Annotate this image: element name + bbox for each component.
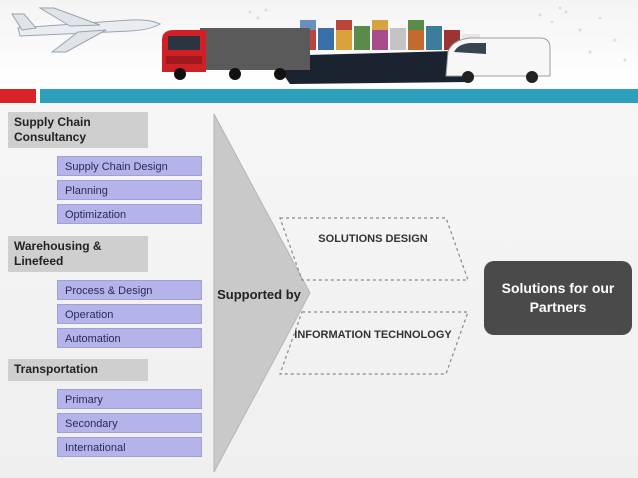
result-box: Solutions for our Partners (484, 261, 632, 335)
item-label: Supply Chain Design (65, 161, 168, 173)
truck-icon (162, 28, 310, 80)
pillar-information-technology-label: INFORMATION TECHNOLOGY (294, 329, 452, 341)
van-icon (445, 37, 551, 83)
item-label: Operation (65, 309, 114, 321)
item-label: International (65, 442, 126, 454)
item-label: Automation (65, 333, 121, 345)
item-label: Process & Design (65, 285, 153, 297)
result-label: Solutions for our Partners (501, 280, 615, 315)
category-transportation: Transportation (8, 359, 148, 381)
item-label: Optimization (65, 209, 127, 221)
item-operation: Operation (57, 304, 202, 324)
item-automation: Automation (57, 328, 202, 348)
item-label: Primary (65, 394, 103, 406)
item-primary: Primary (57, 389, 202, 409)
category-label: Transportation (14, 362, 99, 376)
pillar-information-technology-shape (279, 311, 469, 375)
pillar-solutions-design-label: SOLUTIONS DESIGN (318, 233, 428, 245)
item-label: Secondary (65, 418, 118, 430)
category-supply-chain-consultancy: Supply Chain Consultancy (8, 112, 148, 148)
item-planning: Planning (57, 180, 202, 200)
accent-stripe-blue (40, 89, 638, 103)
airplane-icon (11, 7, 162, 53)
support-label: Supported by (217, 287, 301, 302)
pillars-shapes (279, 217, 469, 375)
item-label: Planning (65, 185, 108, 197)
service-diagram: Supply Chain Consultancy Supply Chain De… (0, 104, 638, 478)
header-banner (0, 0, 638, 88)
item-optimization: Optimization (57, 204, 202, 224)
item-process-design: Process & Design (57, 280, 202, 300)
category-label: Warehousing & Linefeed (14, 239, 102, 268)
pillar-solutions-design-shape (279, 217, 469, 281)
item-supply-chain-design: Supply Chain Design (57, 156, 202, 176)
category-label: Supply Chain Consultancy (14, 115, 91, 144)
item-secondary: Secondary (57, 413, 202, 433)
support-arrow (213, 113, 311, 473)
item-international: International (57, 437, 202, 457)
accent-stripe-red (0, 89, 36, 103)
category-warehousing-linefeed: Warehousing & Linefeed (8, 236, 148, 272)
